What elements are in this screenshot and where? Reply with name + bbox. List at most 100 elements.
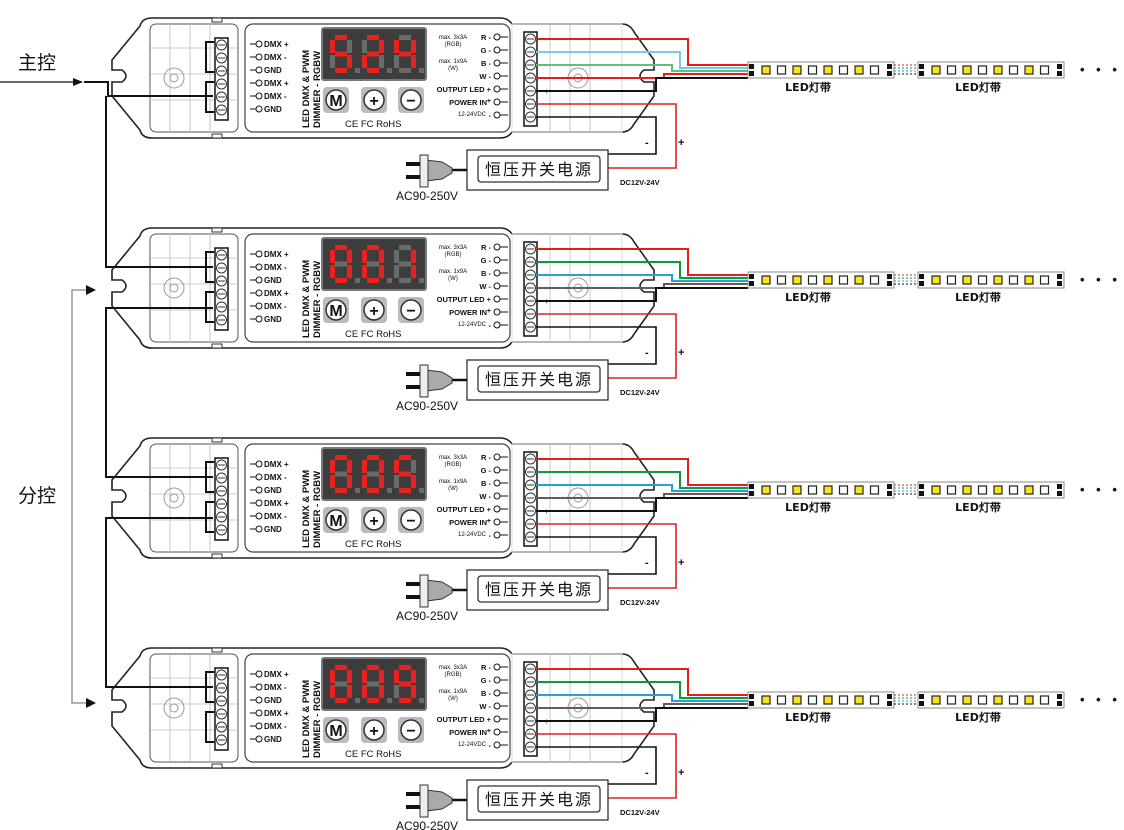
button-cap <box>400 299 422 321</box>
segment-a <box>367 665 379 670</box>
led-chip <box>977 65 988 75</box>
led-strip-2: LED灯带 <box>917 61 1065 94</box>
led-chip <box>854 275 864 285</box>
output-pin <box>493 689 501 697</box>
left-panel <box>149 653 239 763</box>
mount-hole-inner <box>169 283 179 293</box>
segment-a <box>335 245 347 250</box>
power-range: 12-24VDC <box>458 112 487 118</box>
led-chip <box>854 485 864 495</box>
led-chip <box>854 65 864 75</box>
segment-e <box>330 55 335 68</box>
decimal-point <box>355 698 360 703</box>
output-pin-label: OUTPUT LED + <box>437 295 492 304</box>
segment-c <box>347 55 352 68</box>
output-pin <box>493 295 501 303</box>
strip-pad <box>919 64 924 69</box>
led-chip <box>761 275 771 285</box>
led-chip <box>854 695 864 705</box>
dmx-pin-label: GND <box>264 66 282 75</box>
button-plus: + <box>369 93 378 110</box>
led-chip <box>838 485 849 495</box>
output-pin <box>493 282 501 290</box>
rating-rgb: max. 3x3A <box>439 245 467 251</box>
led-chip <box>838 275 849 285</box>
power-in-label: POWER IN <box>449 308 487 317</box>
output-pin <box>493 531 501 539</box>
strip-pad <box>887 694 892 699</box>
plug-prong <box>406 792 420 796</box>
output-pin <box>493 518 501 526</box>
output-wire-light_green <box>536 64 748 72</box>
power-supply-label-frame <box>477 155 601 183</box>
power-wire-positive <box>536 103 677 169</box>
power-minus: - <box>489 531 492 540</box>
led-chip <box>869 695 880 705</box>
mount-hole-inner <box>169 703 179 713</box>
output-wire-blue <box>536 484 748 492</box>
led-chip <box>792 275 802 285</box>
output-pin <box>493 479 501 487</box>
segment-g <box>367 681 379 687</box>
decimal-point <box>419 68 424 73</box>
segment-b <box>347 40 352 53</box>
slave-arrow-top <box>86 285 96 295</box>
led-chip <box>869 65 880 75</box>
segment-f <box>330 40 335 53</box>
segment-c <box>411 685 416 698</box>
button-cap <box>325 509 347 531</box>
segment-c <box>411 265 416 278</box>
strip-pad <box>749 484 754 489</box>
left-panel <box>149 443 239 553</box>
segment-a <box>399 665 411 670</box>
segment-f <box>330 460 335 473</box>
segment-g <box>335 261 347 267</box>
led-chip <box>1024 275 1034 285</box>
segment-b <box>347 250 352 263</box>
output-pin <box>493 308 501 316</box>
output-pin-label: OUTPUT LED + <box>437 505 492 514</box>
segment-g <box>367 261 379 267</box>
output-pin <box>493 663 501 671</box>
segment-f <box>330 670 335 683</box>
segment-e <box>394 475 399 488</box>
strip-label: LED灯带 <box>785 290 831 304</box>
slave-arrow-bottom <box>86 698 96 708</box>
power-minus-mark: - <box>645 347 649 359</box>
ac-input-label: AC90-250V <box>396 189 458 203</box>
segment-f <box>362 670 367 683</box>
led-chip <box>761 65 771 75</box>
strip-label: LED灯带 <box>955 80 1001 94</box>
cert-marks: CE FC RoHS <box>345 329 401 340</box>
output-wire-blue <box>536 274 748 282</box>
power-minus: - <box>489 321 492 330</box>
dmx-pin-label: DMX - <box>264 263 287 272</box>
output-pin-label: R - <box>481 453 492 462</box>
segment-d <box>335 68 347 73</box>
output-pin-label: R - <box>481 243 492 252</box>
strip-pad <box>1057 701 1062 706</box>
dmx-pin <box>255 460 263 468</box>
cert-marks: CE FC RoHS <box>345 539 401 550</box>
power-minus-mark: - <box>645 767 649 779</box>
output-wire-green <box>536 261 748 279</box>
rating-w-sub: (W) <box>448 696 458 702</box>
strip-pad <box>887 71 892 76</box>
button-cap <box>363 299 385 321</box>
segment-g <box>367 471 379 477</box>
dmx-pin-label: DMX + <box>264 250 289 259</box>
segment-b <box>379 250 384 263</box>
segment-a <box>335 455 347 460</box>
power-range: 12-24VDC <box>458 742 487 748</box>
segment-c <box>379 265 384 278</box>
rating-w: max. 1x9A <box>439 59 467 65</box>
button-cap <box>325 719 347 741</box>
segment-f <box>394 40 399 53</box>
button-cap <box>400 509 422 531</box>
strip-label: LED灯带 <box>955 500 1001 514</box>
dmx-pin-label: DMX + <box>264 289 289 298</box>
power-in-label: POWER IN <box>449 98 487 107</box>
dmx-pin <box>255 709 263 717</box>
